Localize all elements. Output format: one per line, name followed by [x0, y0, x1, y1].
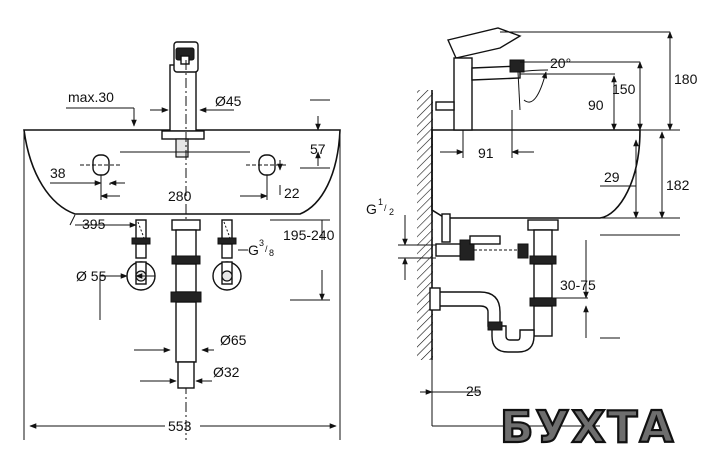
dim-total-width: 553 [168, 418, 192, 434]
svg-text:G: G [248, 242, 259, 258]
basin-front-outline [23, 129, 341, 215]
dim-trap-diameter: Ø65 [220, 332, 247, 348]
dim-thread-side: G 1 / 2 [366, 197, 394, 217]
valve-right [212, 261, 242, 291]
supply-hose-right [217, 219, 237, 259]
basin-side-outline [431, 129, 641, 219]
trap-assembly [170, 219, 202, 389]
dim-range-30-75: 30-75 [560, 277, 596, 293]
dim-height-150: 150 [612, 81, 636, 97]
dim-width-395: 395 [82, 216, 106, 232]
dim-wall-25: 25 [466, 383, 482, 399]
dim-depth-29: 29 [604, 169, 620, 185]
tap-hole-right [246, 154, 288, 176]
trap-side [429, 219, 559, 353]
dim-depth-57: 57 [310, 141, 326, 157]
svg-text:2: 2 [389, 207, 394, 217]
dim-reach-91: 91 [478, 145, 494, 161]
svg-text:1: 1 [378, 197, 383, 207]
svg-text:/: / [384, 203, 387, 213]
dim-tap-diameter: Ø45 [215, 93, 242, 109]
dim-rosette-diameter: Ø 55 [76, 268, 107, 284]
dim-max-height: max.30 [68, 89, 114, 105]
tap-hole-left [80, 154, 122, 176]
svg-text:3: 3 [259, 238, 264, 248]
front-view: max.30 Ø45 38 57 280 22 395 195-240 G 3 … [23, 41, 341, 440]
dim-height-90: 90 [588, 97, 604, 113]
svg-text:/: / [265, 244, 268, 254]
svg-text:8: 8 [269, 248, 274, 258]
supply-hose-left [131, 219, 151, 259]
dim-hole-spacing: 280 [168, 188, 192, 204]
dim-edge-offset: 38 [50, 165, 66, 181]
faucet-side [435, 27, 525, 131]
dim-depth-22: 22 [284, 185, 300, 201]
dim-thread-front: G 3 / 8 [248, 238, 274, 258]
supply-side [435, 213, 529, 261]
dim-height-180: 180 [674, 71, 698, 87]
svg-text:G: G [366, 201, 377, 217]
dim-height-182: 182 [666, 177, 690, 193]
side-view: 20° 150 180 90 91 29 182 G 1 / 2 30-75 2… [366, 27, 698, 427]
dim-height-range: 195-240 [283, 227, 335, 243]
watermark-logo: БУХТА [500, 402, 675, 453]
faucet-front [161, 41, 205, 158]
dim-angle: 20° [550, 55, 571, 71]
dim-pipe-diameter: Ø32 [213, 364, 240, 380]
wall-hatch [417, 90, 433, 360]
